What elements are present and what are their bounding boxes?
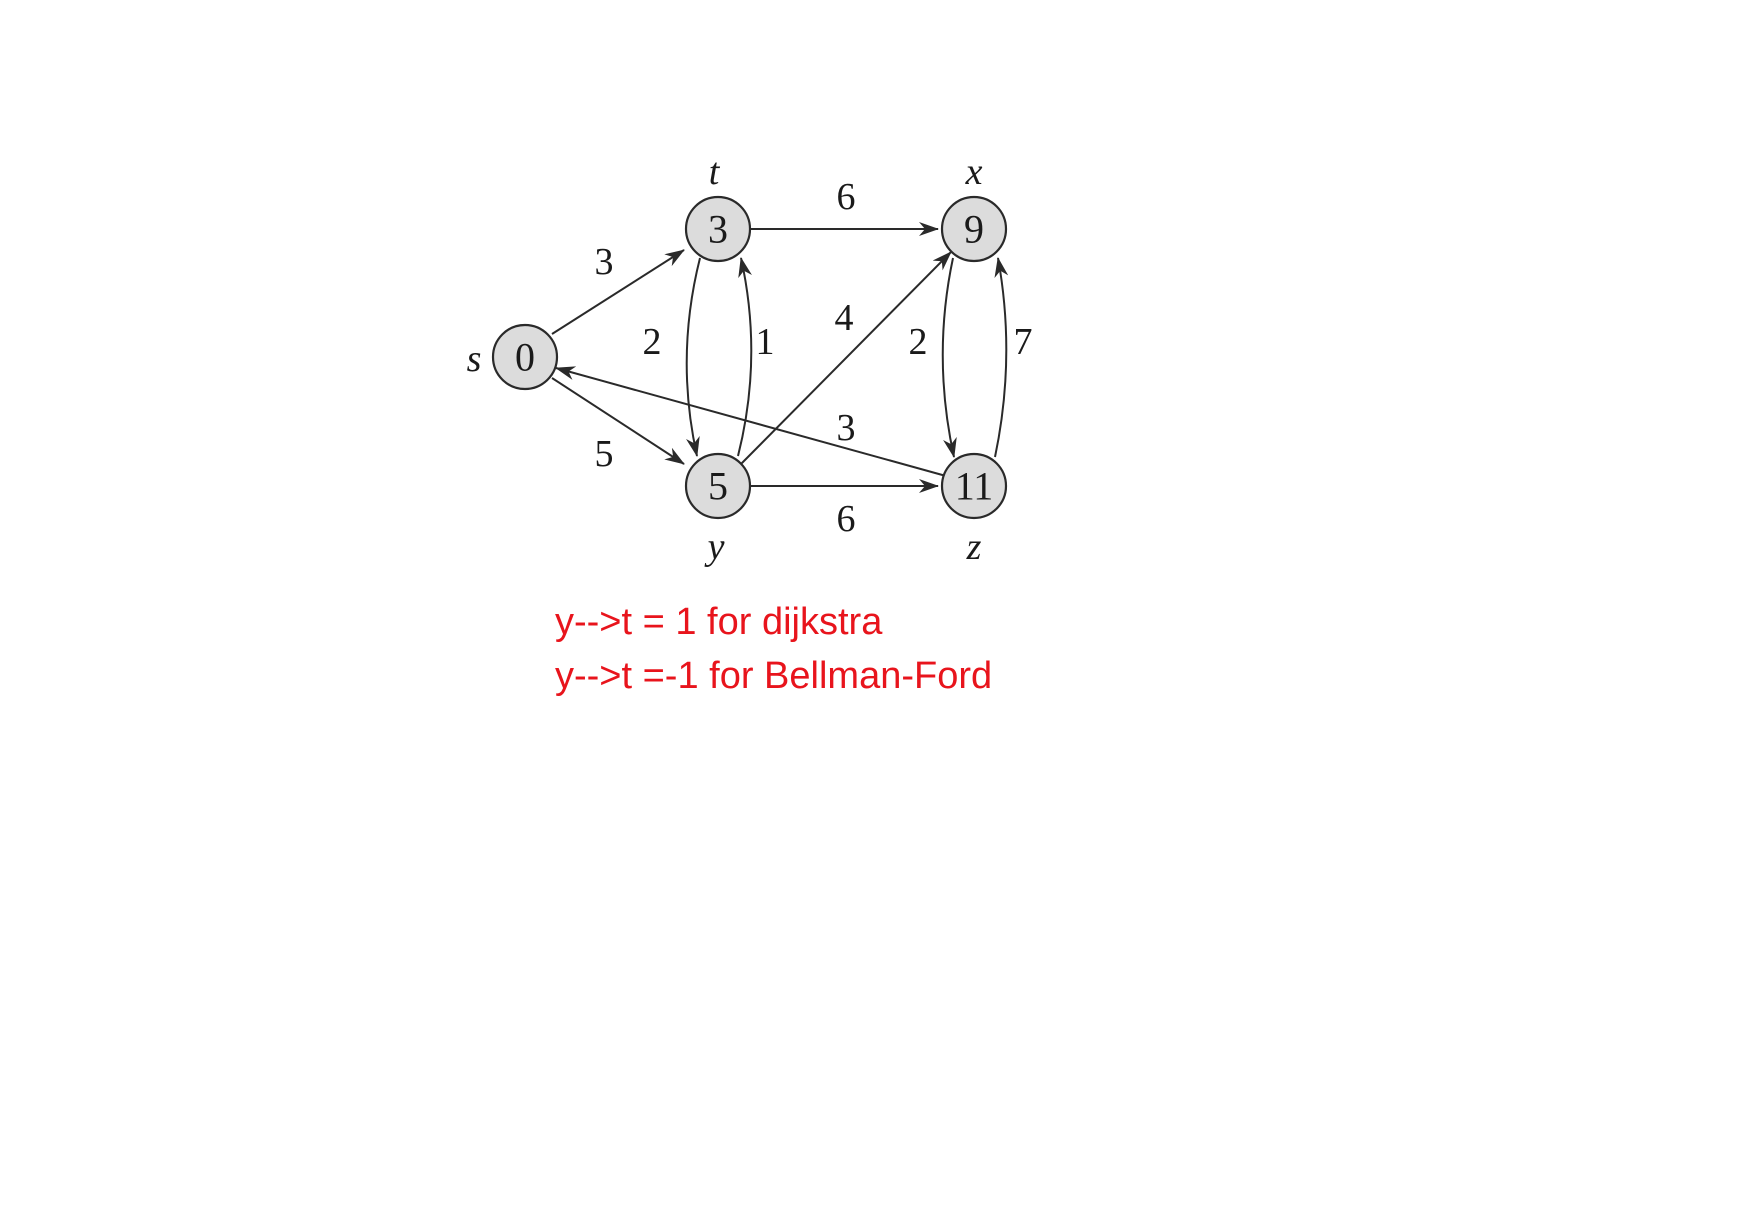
weight-z-x: 7 (1014, 321, 1033, 363)
weight-s-t: 3 (595, 241, 614, 283)
node-s-value: 0 (515, 335, 535, 380)
weight-t-x: 6 (837, 176, 856, 218)
node-s: 0 s (467, 323, 559, 391)
edge-weights: 3 5 6 2 1 4 6 2 7 3 (595, 176, 1033, 540)
node-y: 5 y (684, 452, 752, 568)
weight-s-y: 5 (595, 433, 614, 475)
node-y-circle (684, 452, 752, 520)
node-t: 3 t (684, 151, 752, 263)
edge-s-to-y (551, 377, 685, 465)
node-t-value: 3 (708, 207, 728, 252)
node-z-value: 11 (955, 464, 994, 509)
node-t-circle (684, 195, 752, 263)
dijkstra-note: y-->t = 1 for dijkstra (555, 601, 883, 643)
node-z-name: z (966, 526, 982, 568)
node-s-name: s (467, 338, 482, 380)
node-y-name: y (704, 526, 725, 568)
edge-s-to-t (551, 249, 685, 335)
node-z: 11 z (940, 452, 1008, 568)
edge-x-to-z (941, 257, 957, 458)
edge-y-to-t (737, 257, 753, 457)
weight-y-x: 4 (835, 297, 854, 339)
node-y-value: 5 (708, 464, 728, 509)
edges (551, 222, 1009, 493)
weight-t-y: 2 (643, 321, 662, 363)
edge-z-to-s (555, 366, 947, 477)
bellman-ford-note: y-->t =-1 for Bellman-Ford (555, 655, 993, 697)
node-s-circle (491, 323, 559, 391)
node-x-circle (940, 195, 1008, 263)
node-t-name: t (709, 151, 721, 193)
weight-y-t: 1 (756, 321, 775, 363)
edge-t-to-y (685, 257, 701, 457)
edge-z-to-x (994, 257, 1009, 458)
node-z-circle (940, 452, 1008, 520)
weight-z-s: 3 (837, 407, 856, 449)
weight-y-z: 6 (837, 498, 856, 540)
node-x-value: 9 (964, 207, 984, 252)
node-x-name: x (965, 151, 983, 193)
weight-x-z: 2 (909, 321, 928, 363)
node-x: 9 x (940, 151, 1008, 263)
